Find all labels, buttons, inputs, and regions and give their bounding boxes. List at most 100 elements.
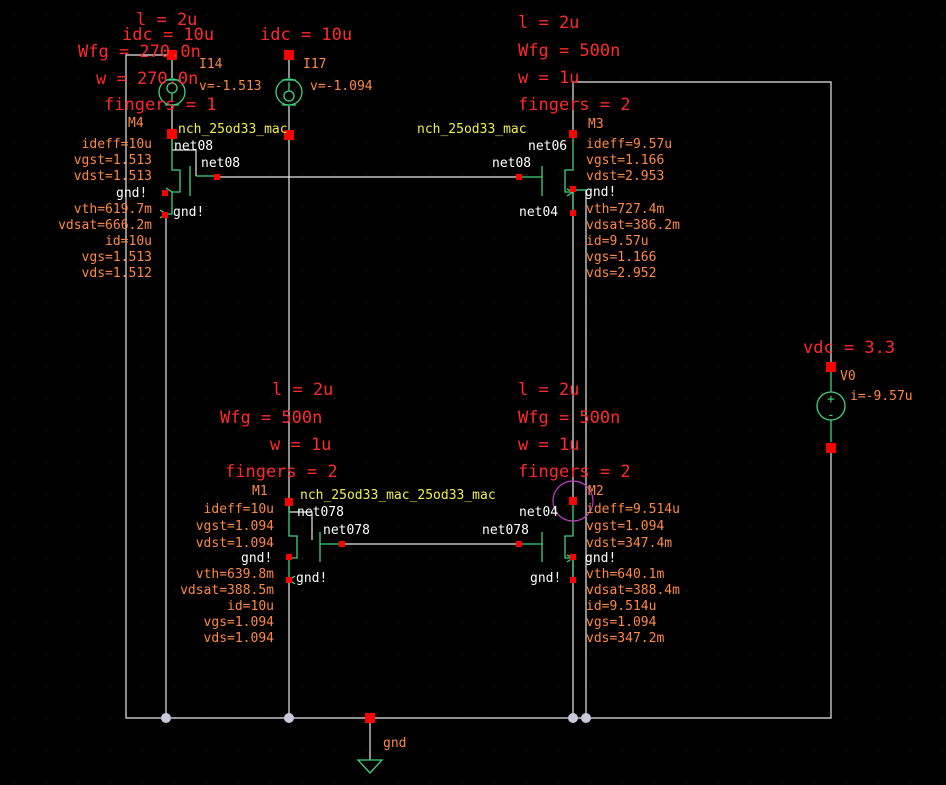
source-v0[interactable]: + - vdc = 3.3 V0 i=-9.57u: [803, 338, 913, 453]
m2-pin-source[interactable]: [570, 577, 576, 583]
m3-pin-source[interactable]: [570, 210, 576, 216]
m2-net-gate: net078: [482, 523, 529, 538]
wire-net078-m1[interactable]: [289, 511, 313, 540]
svg-text:vgst=1.094: vgst=1.094: [196, 519, 274, 534]
svg-text:id=9.57u: id=9.57u: [586, 234, 649, 249]
gnd-label: gnd: [383, 736, 406, 751]
m4-pin-gate[interactable]: [214, 174, 220, 180]
wire-left-rail[interactable]: [125, 54, 370, 719]
m1-cell: nch_25od33_mac_25od33_mac: [300, 488, 496, 503]
m3-annotations: ideff=9.57u vgst=1.166 vdst=2.953 vth=72…: [586, 137, 680, 281]
svg-text:vth=640.1m: vth=640.1m: [586, 567, 664, 582]
m1-pin-source[interactable]: [286, 577, 292, 583]
m4-cell: nch_25od33_mac: [178, 122, 288, 137]
svg-text:id=10u: id=10u: [105, 234, 152, 249]
svg-text:vth=639.8m: vth=639.8m: [196, 567, 274, 582]
svg-text:vgs=1.166: vgs=1.166: [586, 250, 656, 265]
svg-text:ideff=10u: ideff=10u: [204, 502, 274, 517]
m4-net-bulk: gnd!: [116, 186, 147, 201]
source-i14[interactable]: idc = 10u I14 v=-1.513: [122, 25, 262, 106]
svg-text:vdsat=386.2m: vdsat=386.2m: [586, 218, 680, 233]
m4-net-gate: net08: [201, 156, 240, 171]
transistor-m4[interactable]: l = 2u Wfg = 270.0n w = 270.0n fingers =…: [58, 10, 288, 281]
svg-text:vdsat=388.4m: vdsat=388.4m: [586, 583, 680, 598]
m1-pin-gate[interactable]: [339, 541, 345, 547]
net08-junction[interactable]: [516, 174, 522, 180]
i14-voltage: v=-1.513: [199, 79, 262, 94]
gnd-triangle-icon: [356, 759, 384, 774]
i14-name: I14: [199, 57, 223, 72]
ground-symbol[interactable]: gnd: [356, 713, 406, 774]
transistor-m3[interactable]: l = 2u Wfg = 500n w = 1u fingers = 2 M3 …: [417, 13, 680, 281]
wire-v0-ground[interactable]: [370, 448, 832, 719]
svg-text:w = 270.0n: w = 270.0n: [96, 69, 198, 89]
m2-pin-drain[interactable]: [569, 497, 577, 505]
m4-pin-bulk[interactable]: [162, 190, 168, 196]
m1-net-bulk: gnd!: [241, 551, 272, 566]
svg-text:ideff=10u: ideff=10u: [82, 137, 152, 152]
svg-text:vdst=2.953: vdst=2.953: [586, 169, 664, 184]
m3-pin-drain[interactable]: [569, 130, 577, 138]
source-i17[interactable]: idc = 10u I17 v=-1.094: [260, 25, 373, 140]
m3-pin-bulk[interactable]: [570, 186, 576, 192]
svg-text:ideff=9.57u: ideff=9.57u: [586, 137, 672, 152]
svg-text:l = 2u: l = 2u: [272, 380, 333, 400]
m1-pin-drain[interactable]: [285, 498, 293, 506]
m1-annotations: ideff=10u vgst=1.094 vdst=1.094 vth=639.…: [180, 502, 274, 646]
svg-text:l = 2u: l = 2u: [518, 380, 579, 400]
m3-net-drain: net06: [528, 139, 567, 154]
svg-text:vdst=347.4m: vdst=347.4m: [586, 536, 672, 551]
svg-text:l = 2u: l = 2u: [518, 13, 579, 33]
svg-text:vgs=1.094: vgs=1.094: [204, 615, 275, 630]
m3-drain: [564, 134, 574, 214]
m3-params: l = 2u Wfg = 500n w = 1u fingers = 2: [518, 13, 631, 115]
svg-text:fingers = 1: fingers = 1: [104, 95, 217, 115]
i14-pin-top[interactable]: [167, 50, 177, 60]
transistor-m1[interactable]: l = 2u Wfg = 500n w = 1u fingers = 2 M1 …: [180, 380, 496, 646]
m2-net-source: gnd!: [530, 571, 561, 586]
m1-name: M1: [252, 484, 268, 499]
m2-name: M2: [588, 484, 604, 499]
net078-junction[interactable]: [516, 541, 522, 547]
m1-net-drain: net078: [297, 505, 344, 520]
wire-right-rail[interactable]: [572, 81, 832, 366]
grid-dots: [14, 14, 943, 783]
i17-pin-top[interactable]: [284, 50, 294, 60]
svg-text:vdsat=388.5m: vdsat=388.5m: [180, 583, 274, 598]
transistor-m2[interactable]: l = 2u Wfg = 500n w = 1u fingers = 2 M2 …: [482, 380, 680, 646]
v0-vdc: vdc = 3.3: [803, 338, 895, 358]
i17-pin-bottom[interactable]: [284, 130, 294, 140]
m4-net-source: gnd!: [173, 205, 204, 220]
i17-name: I17: [303, 57, 326, 72]
v0-pin-top[interactable]: [826, 362, 836, 372]
svg-text:vds=2.952: vds=2.952: [586, 266, 656, 281]
svg-text:id=9.514u: id=9.514u: [586, 599, 656, 614]
svg-text:vth=619.7m: vth=619.7m: [74, 202, 152, 217]
m4-drain: [166, 134, 181, 215]
svg-text:vds=347.2m: vds=347.2m: [586, 631, 664, 646]
m2-annotations: ideff=9.514u vgst=1.094 vdst=347.4m vth=…: [586, 502, 680, 646]
m2-pin-bulk[interactable]: [570, 554, 576, 560]
m2-probe-highlight[interactable]: [552, 480, 594, 522]
gnd-pin[interactable]: [365, 713, 375, 723]
svg-text:vgs=1.513: vgs=1.513: [82, 250, 152, 265]
svg-text:w = 1u: w = 1u: [270, 435, 331, 455]
m4-pin-source[interactable]: [162, 212, 168, 218]
m4-pin-drain[interactable]: [167, 129, 177, 139]
i17-inner: [283, 90, 295, 102]
svg-text:fingers = 2: fingers = 2: [518, 462, 631, 482]
svg-text:vth=727.4m: vth=727.4m: [586, 202, 664, 217]
v0-pin-bottom[interactable]: [826, 443, 836, 453]
m3-net-gate: net08: [492, 156, 531, 171]
svg-text:vgst=1.513: vgst=1.513: [74, 153, 152, 168]
svg-text:id=10u: id=10u: [227, 599, 274, 614]
node-dot: [161, 713, 171, 723]
svg-text:fingers = 2: fingers = 2: [518, 95, 631, 115]
m1-pin-bulk[interactable]: [286, 554, 292, 560]
v0-minus: -: [827, 408, 835, 423]
m1-drain: [288, 502, 298, 580]
svg-text:vds=1.512: vds=1.512: [82, 266, 152, 281]
m2-net-bulk: gnd!: [585, 551, 616, 566]
